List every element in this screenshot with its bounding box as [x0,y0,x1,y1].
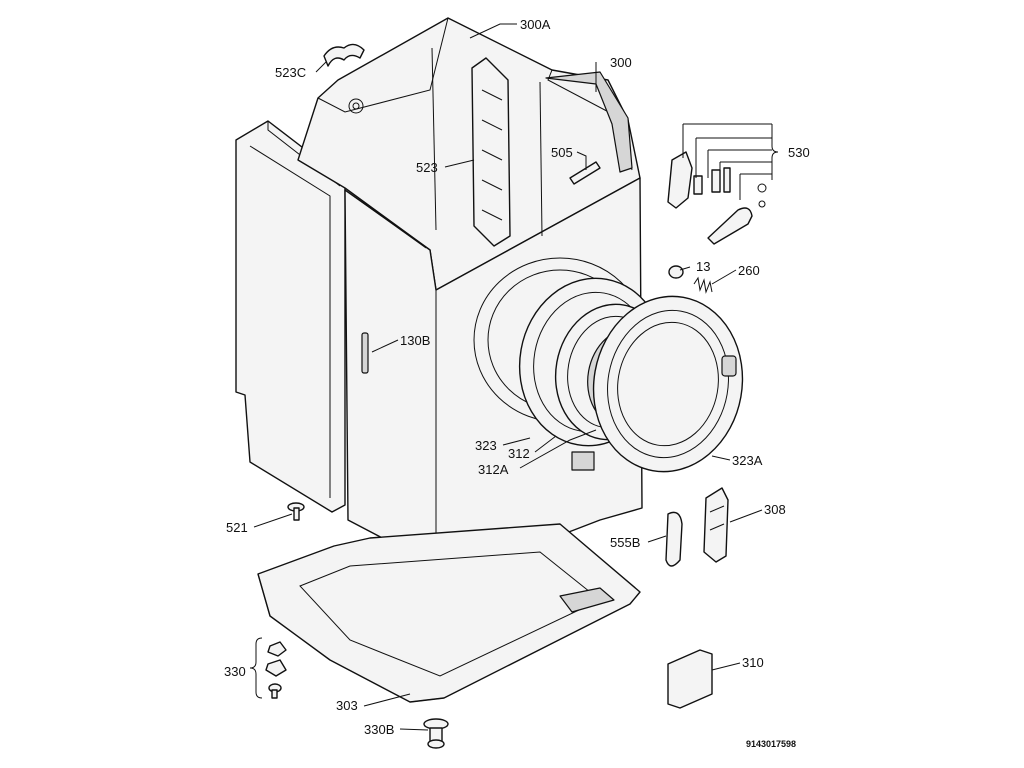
label-260: 260 [738,263,760,278]
label-521: 521 [226,520,248,535]
outer-door-frame-323a [592,295,744,473]
label-330b: 330B [364,722,394,737]
gasket-555b [665,511,683,567]
label-312a: 312A [478,462,509,477]
label-300: 300 [610,55,632,70]
cover-310 [667,649,713,709]
label-323: 323 [475,438,497,453]
label-523c: 523C [275,65,306,80]
foot-330b [423,718,449,749]
screw-521 [287,502,305,521]
pin-505 [569,161,601,185]
base-plinth-303 [257,523,641,703]
label-13: 13 [696,259,710,274]
side-panel-left [235,120,346,513]
label-555b: 555B [610,535,640,550]
feet-330 [265,641,287,699]
clip-523c [323,43,365,67]
door-handle-530 [667,151,767,245]
label-130b: 130B [400,333,430,348]
label-308: 308 [764,502,786,517]
label-312: 312 [508,446,530,461]
part-labels: 300A 300 523C 523 505 530 13 260 130B 32… [224,17,810,749]
cap-13 [668,265,684,279]
label-505: 505 [551,145,573,160]
label-523: 523 [416,160,438,175]
leader-lines [249,23,779,731]
label-310: 310 [742,655,764,670]
door-lock-308 [703,487,729,563]
label-303: 303 [336,698,358,713]
rail-bracket-523 [471,57,511,247]
cabinet-body [297,17,647,567]
label-330: 330 [224,664,246,679]
spring-260 [693,276,713,294]
label-530: 530 [788,145,810,160]
label-300a: 300A [520,17,551,32]
figure-number: 9143017598 [746,739,796,749]
label-323a: 323A [732,453,763,468]
